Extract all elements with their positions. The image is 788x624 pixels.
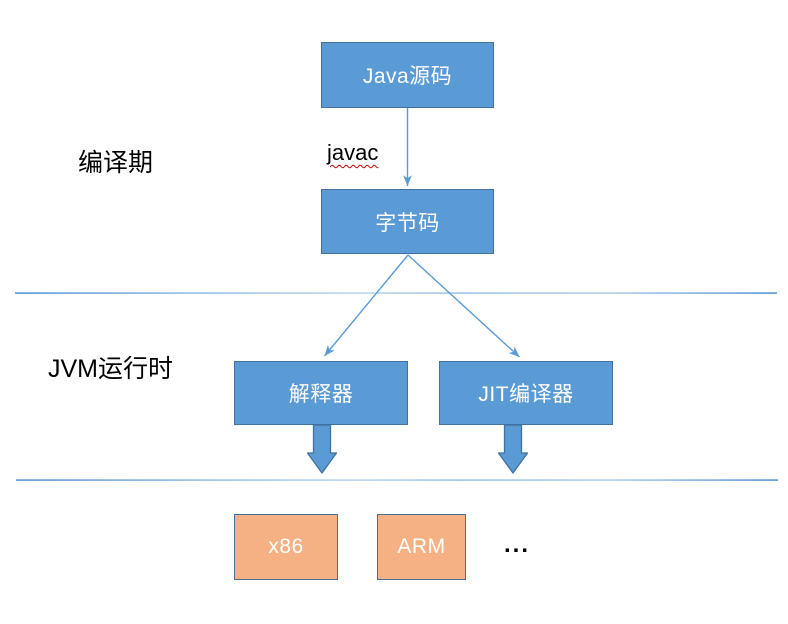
- node-bytecode: 字节码: [321, 189, 494, 254]
- more-architectures-ellipsis: ...: [504, 531, 531, 558]
- node-java-source: Java源码: [321, 42, 494, 108]
- node-arch-arm: ARM: [377, 514, 466, 580]
- stage-label-compile-time: 编译期: [78, 149, 154, 177]
- javac-annotation: javac: [327, 140, 379, 165]
- block-arrow-interpreter-down: [306, 424, 338, 474]
- node-interpreter: 解释器: [234, 361, 408, 425]
- connector-bytecode-interpreter: [323, 254, 409, 357]
- separator-line-runtime-hardware: [16, 479, 778, 481]
- stage-label-jvm-runtime: JVM运行时: [48, 355, 174, 383]
- separator-line-compile-runtime: [15, 292, 777, 294]
- block-arrow-jit-down: [497, 424, 529, 474]
- node-jit-compiler: JIT编译器: [439, 361, 613, 425]
- node-arch-x86: x86: [234, 514, 338, 580]
- connector-bytecode-jit: [407, 254, 520, 358]
